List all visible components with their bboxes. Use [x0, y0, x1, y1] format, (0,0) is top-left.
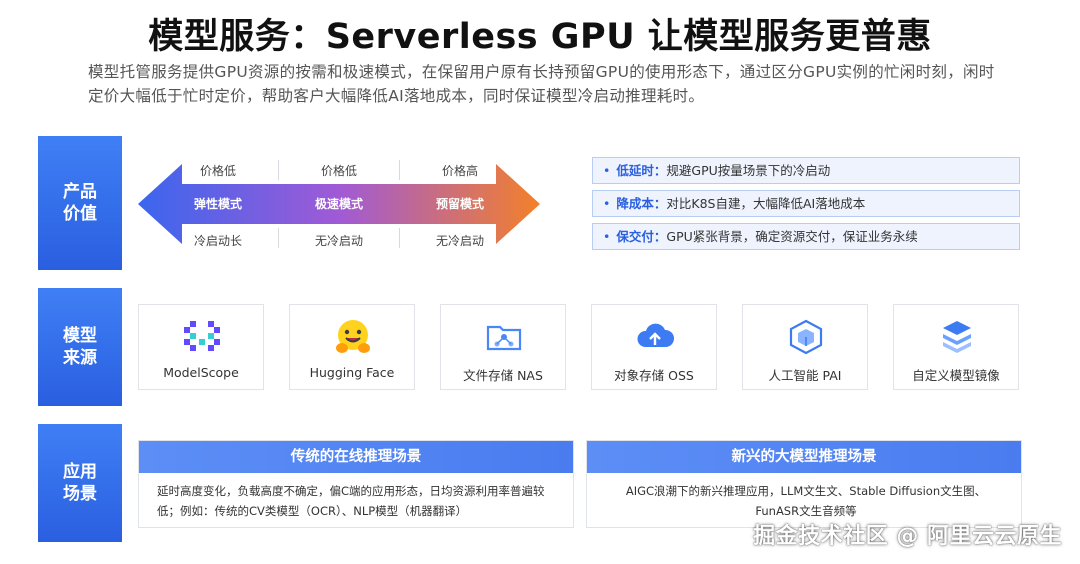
- section-application-scenarios: 应用 场景 传统的在线推理场景 延时高度变化，负载高度不确定，偏C端的应用形态，…: [38, 424, 1040, 542]
- product-value-body: 价格低 弹性模式 冷启动长 价格低 极速模式 无冷启动 价格高 预留模式 无冷启…: [122, 136, 1040, 270]
- source-card-hugging-face: Hugging Face: [289, 304, 415, 390]
- mode-arrow: 价格低 弹性模式 冷启动长 价格低 极速模式 无冷启动 价格高 预留模式 无冷启…: [138, 154, 540, 258]
- section-product-value: 产品 价值: [38, 136, 1040, 270]
- mode-reserved-price: 价格高: [441, 164, 478, 178]
- section-model-sources: 模型 来源 ModelScope Hugging Face: [38, 288, 1040, 406]
- source-name-hugging-face: Hugging Face: [309, 365, 395, 380]
- source-name-custom-image: 自定义模型镜像: [912, 368, 1000, 383]
- scenario-llm-title: 新兴的大模型推理场景: [587, 441, 1021, 473]
- mode-reserved-startup: 无冷启动: [435, 234, 484, 248]
- modelscope-icon: [184, 321, 220, 351]
- source-card-nas: 文件存储 NAS: [440, 304, 566, 390]
- application-scenarios-body: 传统的在线推理场景 延时高度变化，负载高度不确定，偏C端的应用形态，日均资源利用…: [122, 424, 1040, 542]
- source-card-modelscope: ModelScope: [138, 304, 264, 390]
- scenario-traditional: 传统的在线推理场景 延时高度变化，负载高度不确定，偏C端的应用形态，日均资源利用…: [138, 440, 574, 528]
- source-card-pai: 人工智能 PAI: [742, 304, 868, 390]
- source-name-modelscope: ModelScope: [163, 365, 239, 380]
- scenario-traditional-text: 延时高度变化，负载高度不确定，偏C端的应用形态，日均资源利用率普遍较低；例如：传…: [157, 484, 545, 518]
- layers-icon: [943, 321, 971, 353]
- value-delivery: •保交付：GPU紧张背景，确定资源交付，保证业务永续: [592, 223, 1020, 250]
- section-label-model-sources: 模型 来源: [38, 288, 122, 406]
- source-name-pai: 人工智能 PAI: [768, 368, 842, 383]
- mode-elastic: 弹性模式: [193, 197, 242, 211]
- mode-fast-price: 价格低: [320, 164, 357, 178]
- pai-cube-icon: [789, 319, 823, 355]
- watermark: 掘金技术社区 @ 阿里云云原生: [753, 524, 1062, 549]
- mode-reserved: 预留模式: [435, 197, 484, 211]
- mode-elastic-startup: 冷启动长: [193, 234, 242, 248]
- arrow-graphic: [138, 164, 540, 244]
- value-reduce-cost: •降成本：对比K8S自建，大幅降低AI落地成本: [592, 190, 1020, 217]
- source-name-oss: 对象存储 OSS: [614, 368, 694, 383]
- mode-elastic-price: 价格低: [199, 164, 236, 178]
- section-label-application-scenarios: 应用 场景: [38, 424, 122, 542]
- oss-cloud-icon: [637, 323, 675, 347]
- page-subtitle: 模型托管服务提供GPU资源的按需和极速模式，在保留用户原有长持预留GPU的使用形…: [88, 63, 995, 105]
- scenario-llm: 新兴的大模型推理场景 AIGC浪潮下的新兴推理应用，LLM文生文、Stable …: [586, 440, 1022, 528]
- source-name-nas: 文件存储 NAS: [463, 368, 543, 383]
- section-label-product-value: 产品 价值: [38, 136, 122, 270]
- page-title: 模型服务：Serverless GPU 让模型服务更普惠: [148, 17, 932, 57]
- source-card-oss: 对象存储 OSS: [591, 304, 717, 390]
- mode-fast-startup: 无冷启动: [314, 234, 363, 248]
- nas-icon: [486, 325, 522, 351]
- mode-fast: 极速模式: [314, 197, 363, 211]
- value-low-latency: •低延时：规避GPU按量场景下的冷启动: [592, 157, 1020, 184]
- hugging-face-icon: [336, 320, 370, 353]
- source-card-custom-image: 自定义模型镜像: [893, 304, 1019, 390]
- scenario-traditional-title: 传统的在线推理场景: [139, 441, 573, 473]
- model-sources-body: ModelScope Hugging Face 文件存储 NAS: [122, 288, 1040, 406]
- scenario-llm-text: AIGC浪潮下的新兴推理应用，LLM文生文、Stable Diffusion文生…: [625, 484, 987, 518]
